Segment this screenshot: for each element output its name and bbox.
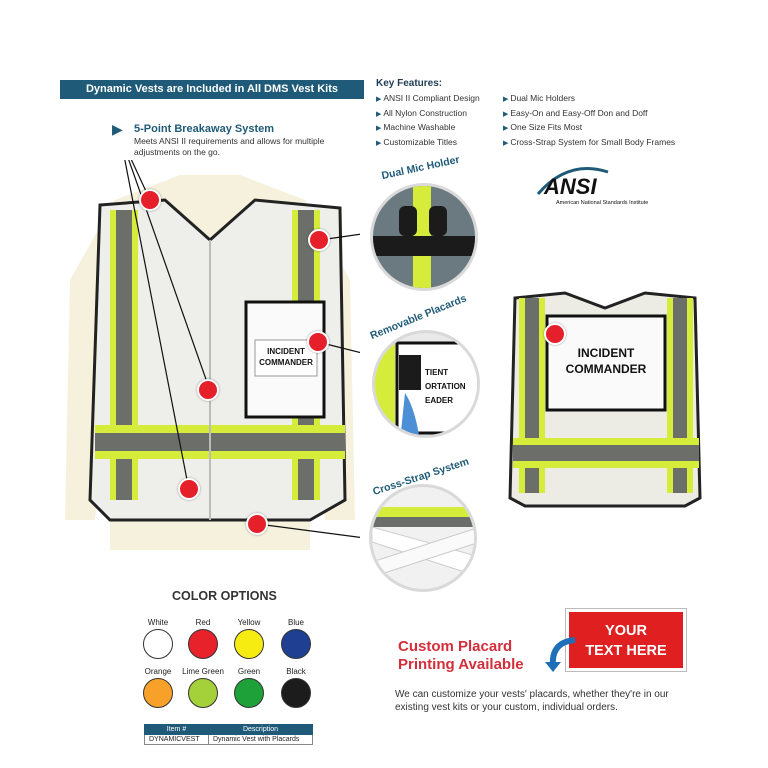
breakaway-description: Meets ANSI II requirements and allows fo… [134,136,325,157]
sign-line1: YOUR [605,623,647,639]
placard-insert-line1: TIENT [425,368,448,377]
front-placard-line2: COMMANDER [259,358,313,367]
ansi-swoosh-svg [536,167,609,195]
cross-strap-detail-image [369,484,477,592]
strap-svg [372,507,474,578]
color-swatch [143,678,173,708]
your-text-here-sign: YOUR TEXT HERE [566,609,686,671]
color-label: Black [286,667,306,676]
back-placard-line1: INCIDENT [577,346,635,360]
breakaway-point-dot [139,189,161,211]
color-swatch [143,629,173,659]
feature-item: ANSI II Compliant Design [376,92,479,107]
custom-placard-description: We can customize your vests' placards, w… [395,689,669,713]
custom-placard-title: Custom Placard Printing Available [398,638,524,674]
table-row: DYNAMICVEST Dynamic Vest with Placards [144,734,313,745]
color-label: Yellow [237,618,261,627]
kit-banner: Dynamic Vests are Included in All DMS Ve… [60,80,364,99]
color-swatch [281,678,311,708]
arrow-svg [545,637,576,672]
color-option-blue[interactable]: Blue [266,618,326,659]
back-vest-image: INCIDENT COMMANDER [505,288,705,510]
table-header-row: Item # Description [144,724,313,735]
color-option-yellow[interactable]: Yellow [219,618,279,659]
curved-arrow-icon [545,636,581,672]
key-features-col2: Dual Mic Holders Easy-On and Easy-Off Do… [503,92,675,150]
feature-item: Machine Washable [376,121,480,136]
back-placard-dot [544,323,566,345]
ansi-logo-text: ANSI [544,174,597,199]
color-swatch [234,678,264,708]
feature-item: Easy-On and Easy-Off Don and Doff [503,107,675,122]
color-option-lime-green[interactable]: Lime Green [173,667,233,708]
color-swatch [281,629,311,659]
feature-item: All Nylon Construction [376,107,480,122]
item-table: Item # Description DYNAMICVEST Dynamic V… [144,724,313,745]
cross-strap-dot [246,513,268,535]
color-label: Blue [287,618,304,627]
back-vest-svg [508,291,702,508]
breakaway-title: 5-Point Breakaway System [134,123,275,135]
table-cell: DYNAMICVEST [144,734,209,745]
color-swatch [188,629,218,659]
placard-detail-image: TIENT ORTATION EADER [372,330,480,438]
triangle-arrow-icon: ▶ [112,121,123,137]
color-label: Orange [144,667,172,676]
sign-line2: TEXT HERE [585,643,667,659]
color-swatch [234,629,264,659]
front-placard-line1: INCIDENT [267,347,305,356]
color-label: Red [195,618,211,627]
feature-item: One Size Fits Most [503,121,675,136]
feature-item: Customizable Titles [376,136,480,151]
color-options-title: COLOR OPTIONS [172,589,277,603]
color-option-white[interactable]: White [128,618,188,659]
breakaway-point-dot [197,379,219,401]
front-vest-image: INCIDENT COMMANDER [60,134,391,560]
color-option-orange[interactable]: Orange [128,667,188,708]
mic-svg [373,186,475,288]
key-features-col1: ANSI II Compliant Design All Nylon Const… [376,92,480,151]
custom-placard-title-line2: Printing Available [398,656,524,673]
placard-svg: TIENT ORTATION EADER [375,333,477,435]
key-features-title: Key Features: [376,78,443,89]
table-header: Item # [144,724,209,735]
color-option-green[interactable]: Green [219,667,279,708]
table-cell: Dynamic Vest with Placards [208,734,313,745]
dual-mic-label: Dual Mic Holder [380,153,461,182]
front-vest-svg: INCIDENT COMMANDER [65,134,391,550]
color-label: Green [237,667,261,676]
mic-holder-dot [308,229,330,251]
back-placard-line2: COMMANDER [565,362,647,376]
color-option-red[interactable]: Red [173,618,233,659]
color-label: White [147,618,169,627]
color-swatch [188,678,218,708]
feature-item: Cross-Strap System for Small Body Frames [503,136,675,151]
breakaway-point-dot [178,478,200,500]
color-option-black[interactable]: Black [266,667,326,708]
ansi-logo: ANSI American National Standards Institu… [528,164,668,214]
placard-insert-line3: EADER [425,396,453,405]
ansi-logo-subtitle: American National Standards Institute [556,200,649,206]
placard-dot [307,331,329,353]
table-header: Description [208,724,313,735]
placard-insert-line2: ORTATION [425,382,466,391]
custom-placard-title-line1: Custom Placard [398,638,513,655]
color-label: Lime Green [182,667,224,676]
feature-item: Dual Mic Holders [503,92,675,107]
dual-mic-detail-image [370,183,478,291]
